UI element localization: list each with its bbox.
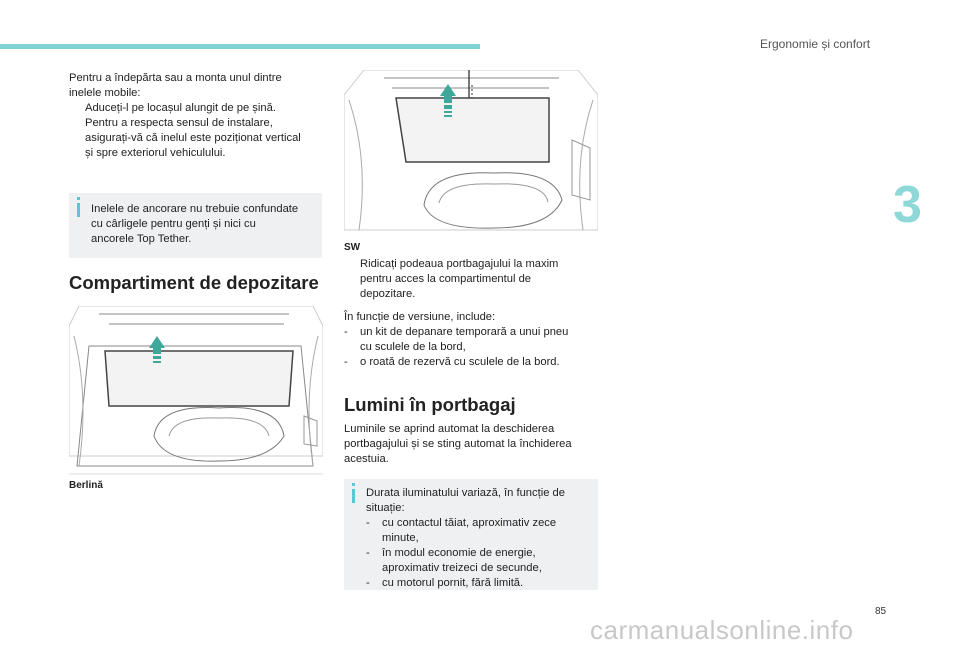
bullet-text: Ridicați podeaua portbagajului la maxim [360, 258, 559, 270]
note-line: ancorele Top Tether. [91, 233, 192, 245]
info-note: Inelele de ancorare nu trebuie confundat… [69, 193, 322, 258]
list-item: - cu contactul tăiat, aproximativ zece m… [366, 516, 596, 546]
list-item-text: un kit de depanare temporară a unui pneu [360, 326, 569, 338]
info-icon-bar [352, 489, 355, 503]
watermark: carmanualsonline.info [590, 615, 854, 645]
section-title-storage: Compartiment de depozitare [69, 272, 319, 293]
bullet-text: și spre exteriorul vehiculului. [85, 147, 226, 159]
bullet-text: asigurați-vă că inelul este poziționat v… [85, 132, 301, 144]
info-icon-bar [77, 203, 80, 217]
info-icon [77, 197, 80, 200]
section-header-title: Ergonomie și confort [760, 37, 871, 51]
dash-marker: - [344, 326, 348, 338]
note-line: Durata iluminatului variază, în funcție … [366, 487, 565, 499]
list-item-text: cu contactul tăiat, aproximativ zece [382, 517, 557, 529]
lights-line: portbagajului și se sting automat la înc… [344, 438, 572, 450]
dash-marker: - [366, 517, 370, 529]
intro-line: inelele mobile: [69, 87, 141, 99]
bullet-item: Pentru a respecta sensul de instalare, a… [69, 116, 325, 161]
list-item-text: minute, [382, 532, 419, 544]
lights-text: Luminile se aprind automat la deschidere… [344, 422, 600, 467]
header-accent-bar [0, 44, 480, 49]
trunk-illustration-berlina [69, 306, 323, 475]
page-number: 85 [875, 606, 887, 617]
intro-line: Pentru a îndepărta sau a monta unul dint… [69, 72, 282, 84]
dash-marker: - [366, 547, 370, 559]
note-line: situație: [366, 502, 405, 514]
list-item-text: cu sculele de la bord, [360, 341, 466, 353]
list-item: - un kit de depanare temporară a unui pn… [344, 325, 600, 355]
arrow-up-icon [149, 336, 165, 363]
lights-line: acestuia. [344, 453, 389, 465]
trunk-illustration-sw [344, 70, 598, 231]
list-item-text: cu motorul pornit, fără limită. [382, 577, 524, 589]
sw-block: Ridicați podeaua portbagajului la maxim … [344, 257, 600, 370]
list-item: - o roată de rezervă cu sculele de la bo… [344, 355, 600, 370]
lights-line: Luminile se aprind automat la deschidere… [344, 423, 555, 435]
list-item: - cu motorul pornit, fără limită. [366, 576, 596, 591]
chapter-number: 3 [893, 176, 922, 234]
section-title-lights: Lumini în portbagaj [344, 394, 516, 415]
info-note-lights: Durata iluminatului variază, în funcție … [344, 479, 598, 590]
caption-sw: SW [344, 242, 361, 253]
caption-berlina: Berlină [69, 480, 103, 491]
list-item-text: o roată de rezervă cu sculele de la bord… [360, 356, 560, 368]
list-item-text: aproximativ treizeci de secunde, [382, 562, 542, 574]
bullet-item: Ridicați podeaua portbagajului la maxim … [344, 257, 600, 302]
info-icon [352, 483, 355, 486]
bullet-text: depozitare. [360, 288, 416, 300]
arrow-up-icon [440, 84, 456, 117]
note-line: Inelele de ancorare nu trebuie confundat… [91, 203, 299, 215]
bullet-text: pentru acces la compartimentul de [360, 273, 532, 285]
dash-marker: - [366, 577, 370, 589]
list-item-text: în modul economie de energie, [382, 547, 536, 559]
list-item: - în modul economie de energie, aproxima… [366, 546, 596, 576]
dash-marker: - [344, 356, 348, 368]
bullet-text: Aduceți-l pe locașul alungit de pe șină. [85, 102, 276, 114]
version-intro: În funcție de versiune, include: [344, 311, 496, 323]
bullet-text: Pentru a respecta sensul de instalare, [85, 117, 273, 129]
bullet-item: Aduceți-l pe locașul alungit de pe șină. [69, 101, 325, 116]
intro-block: Pentru a îndepărta sau a monta unul dint… [69, 71, 325, 161]
note-line: cu cârligele pentru genți și nici cu [91, 218, 256, 230]
